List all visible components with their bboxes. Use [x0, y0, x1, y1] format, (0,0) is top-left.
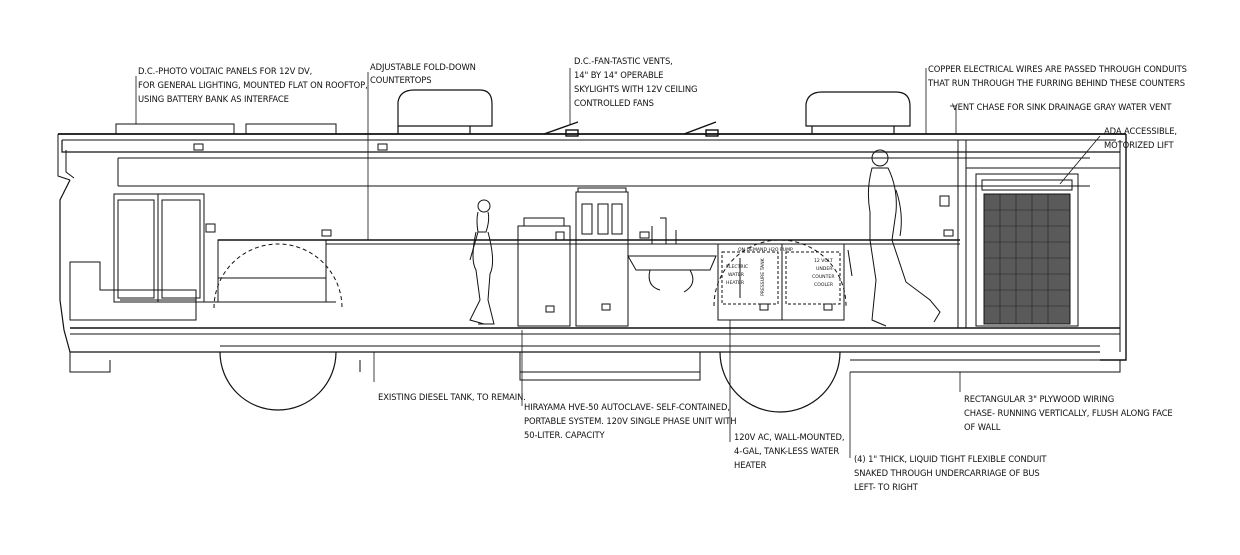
vent-chase-line-1: VENT CHASE FOR SINK DRAINAGE GRAY WATER … — [952, 102, 1172, 112]
electric-heater-label-2: WATER — [728, 272, 745, 278]
conduit-line-1: (4) 1" THICK, LIQUID TIGHT FLEXIBLE COND… — [854, 454, 1047, 464]
solar-line-3: USING BATTERY BANK AS INTERFACE — [138, 94, 289, 104]
annotation-water-heater: 120V AC, WALL-MOUNTED, 4-GAL, TANK-LESS … — [734, 432, 845, 470]
front-wheel — [213, 243, 343, 411]
cooler-label-1: 12 VOLT — [814, 258, 833, 264]
counter-line-1: ADJUSTABLE FOLD-DOWN — [370, 62, 476, 72]
equipment-labels: ON DEMAND H2O PUMP ELECTRIC WATER HEATER… — [726, 247, 835, 296]
annotation-conduit: (4) 1" THICK, LIQUID TIGHT FLEXIBLE COND… — [854, 454, 1048, 492]
solar-panels — [115, 123, 337, 135]
bus-body — [57, 133, 1127, 381]
counter-line-2: COUNTERTOPS — [370, 75, 431, 85]
vents-line-1: D.C.-FAN-TASTIC VENTS, — [574, 56, 673, 66]
wiring-line-1: COPPER ELECTRICAL WIRES ARE PASSED THROU… — [928, 64, 1187, 74]
annotation-plywood-chase: RECTANGULAR 3" PLYWOOD WIRING CHASE- RUN… — [964, 394, 1173, 432]
autoclave-line-1: HIRAYAMA HVE-50 AUTOCLAVE- SELF-CONTAINE… — [524, 402, 730, 412]
heater-line-3: HEATER — [734, 460, 767, 470]
annotation-countertops: ADJUSTABLE FOLD-DOWN COUNTERTOPS — [370, 62, 476, 85]
annotation-autoclave: HIRAYAMA HVE-50 AUTOCLAVE- SELF-CONTAINE… — [524, 402, 737, 440]
lift-line-2: MOTORIZED LIFT — [1104, 140, 1174, 150]
utility-cabinets — [717, 243, 853, 321]
wiring-chase — [957, 140, 1120, 328]
annotation-wiring: COPPER ELECTRICAL WIRES ARE PASSED THROU… — [927, 64, 1187, 88]
vents-line-4: CONTROLLED FANS — [574, 98, 654, 108]
annotation-solar-panels: D.C.-PHOTO VOLTAIC PANELS FOR 12V DV, FO… — [138, 66, 368, 104]
vents-line-3: SKYLIGHTS WITH 12V CEILING — [574, 84, 697, 94]
plywood-line-2: CHASE- RUNNING VERTICALLY, FLUSH ALONG F… — [964, 408, 1173, 418]
diesel-line-1: EXISTING DIESEL TANK, TO REMAIN. — [378, 392, 526, 402]
pressure-tank-label: PRESSURE TANK — [760, 257, 766, 296]
skylight-vents — [543, 121, 719, 137]
heater-line-1: 120V AC, WALL-MOUNTED, — [734, 432, 844, 442]
heater-line-2: 4-GAL, TANK-LESS WATER — [734, 446, 839, 456]
cooler-label-2: UNDER- — [816, 266, 834, 272]
solar-line-2: FOR GENERAL LIGHTING, MOUNTED FLAT ON RO… — [138, 80, 368, 90]
wiring-line-2: THAT RUN THROUGH THE FURRING BEHIND THES… — [927, 78, 1185, 88]
annotation-lift: ADA ACCESSIBLE, MOTORIZED LIFT — [1104, 126, 1177, 150]
leader-lines — [135, 68, 1101, 458]
plywood-line-1: RECTANGULAR 3" PLYWOOD WIRING — [964, 394, 1114, 404]
annotation-diesel-tank: EXISTING DIESEL TANK, TO REMAIN. — [378, 392, 526, 402]
solar-line-1: D.C.-PHOTO VOLTAIC PANELS FOR 12V DV, — [138, 66, 312, 76]
autoclave — [517, 217, 571, 327]
vents-line-2: 14" BY 14" OPERABLE — [574, 70, 663, 80]
annotation-vents: D.C.-FAN-TASTIC VENTS, 14" BY 14" OPERAB… — [574, 56, 698, 108]
electric-heater-label-3: HEATER — [726, 280, 745, 286]
countertops — [204, 239, 960, 303]
front-cabinet — [69, 193, 205, 321]
plywood-line-3: OF WALL — [964, 422, 1001, 432]
lift-line-1: ADA ACCESSIBLE, — [1104, 126, 1177, 136]
autoclave-line-3: 50-LITER. CAPACITY — [524, 430, 605, 440]
roof-ac-units — [397, 89, 911, 134]
cooler-label-3: COUNTER — [812, 274, 835, 280]
ada-lift — [975, 173, 1079, 327]
pump-label: ON DEMAND H2O PUMP — [738, 247, 793, 253]
autoclave-line-2: PORTABLE SYSTEM. 120V SINGLE PHASE UNIT … — [524, 416, 736, 426]
electric-heater-label-1: ELECTRIC — [726, 264, 748, 270]
conduit-line-2: SNAKED THROUGH UNDERCARRIAGE OF BUS — [854, 468, 1040, 478]
man-figure — [867, 149, 941, 327]
woman-figure — [469, 199, 495, 325]
conduit-line-3: LEFT- TO RIGHT — [854, 482, 919, 492]
cooler-label-4: COOLER — [814, 282, 834, 288]
annotation-vent-chase: VENT CHASE FOR SINK DRAINAGE GRAY WATER … — [952, 102, 1172, 112]
sink-cabinet — [575, 187, 717, 327]
rear-wheel — [713, 239, 847, 413]
wall-outlets — [193, 143, 954, 239]
